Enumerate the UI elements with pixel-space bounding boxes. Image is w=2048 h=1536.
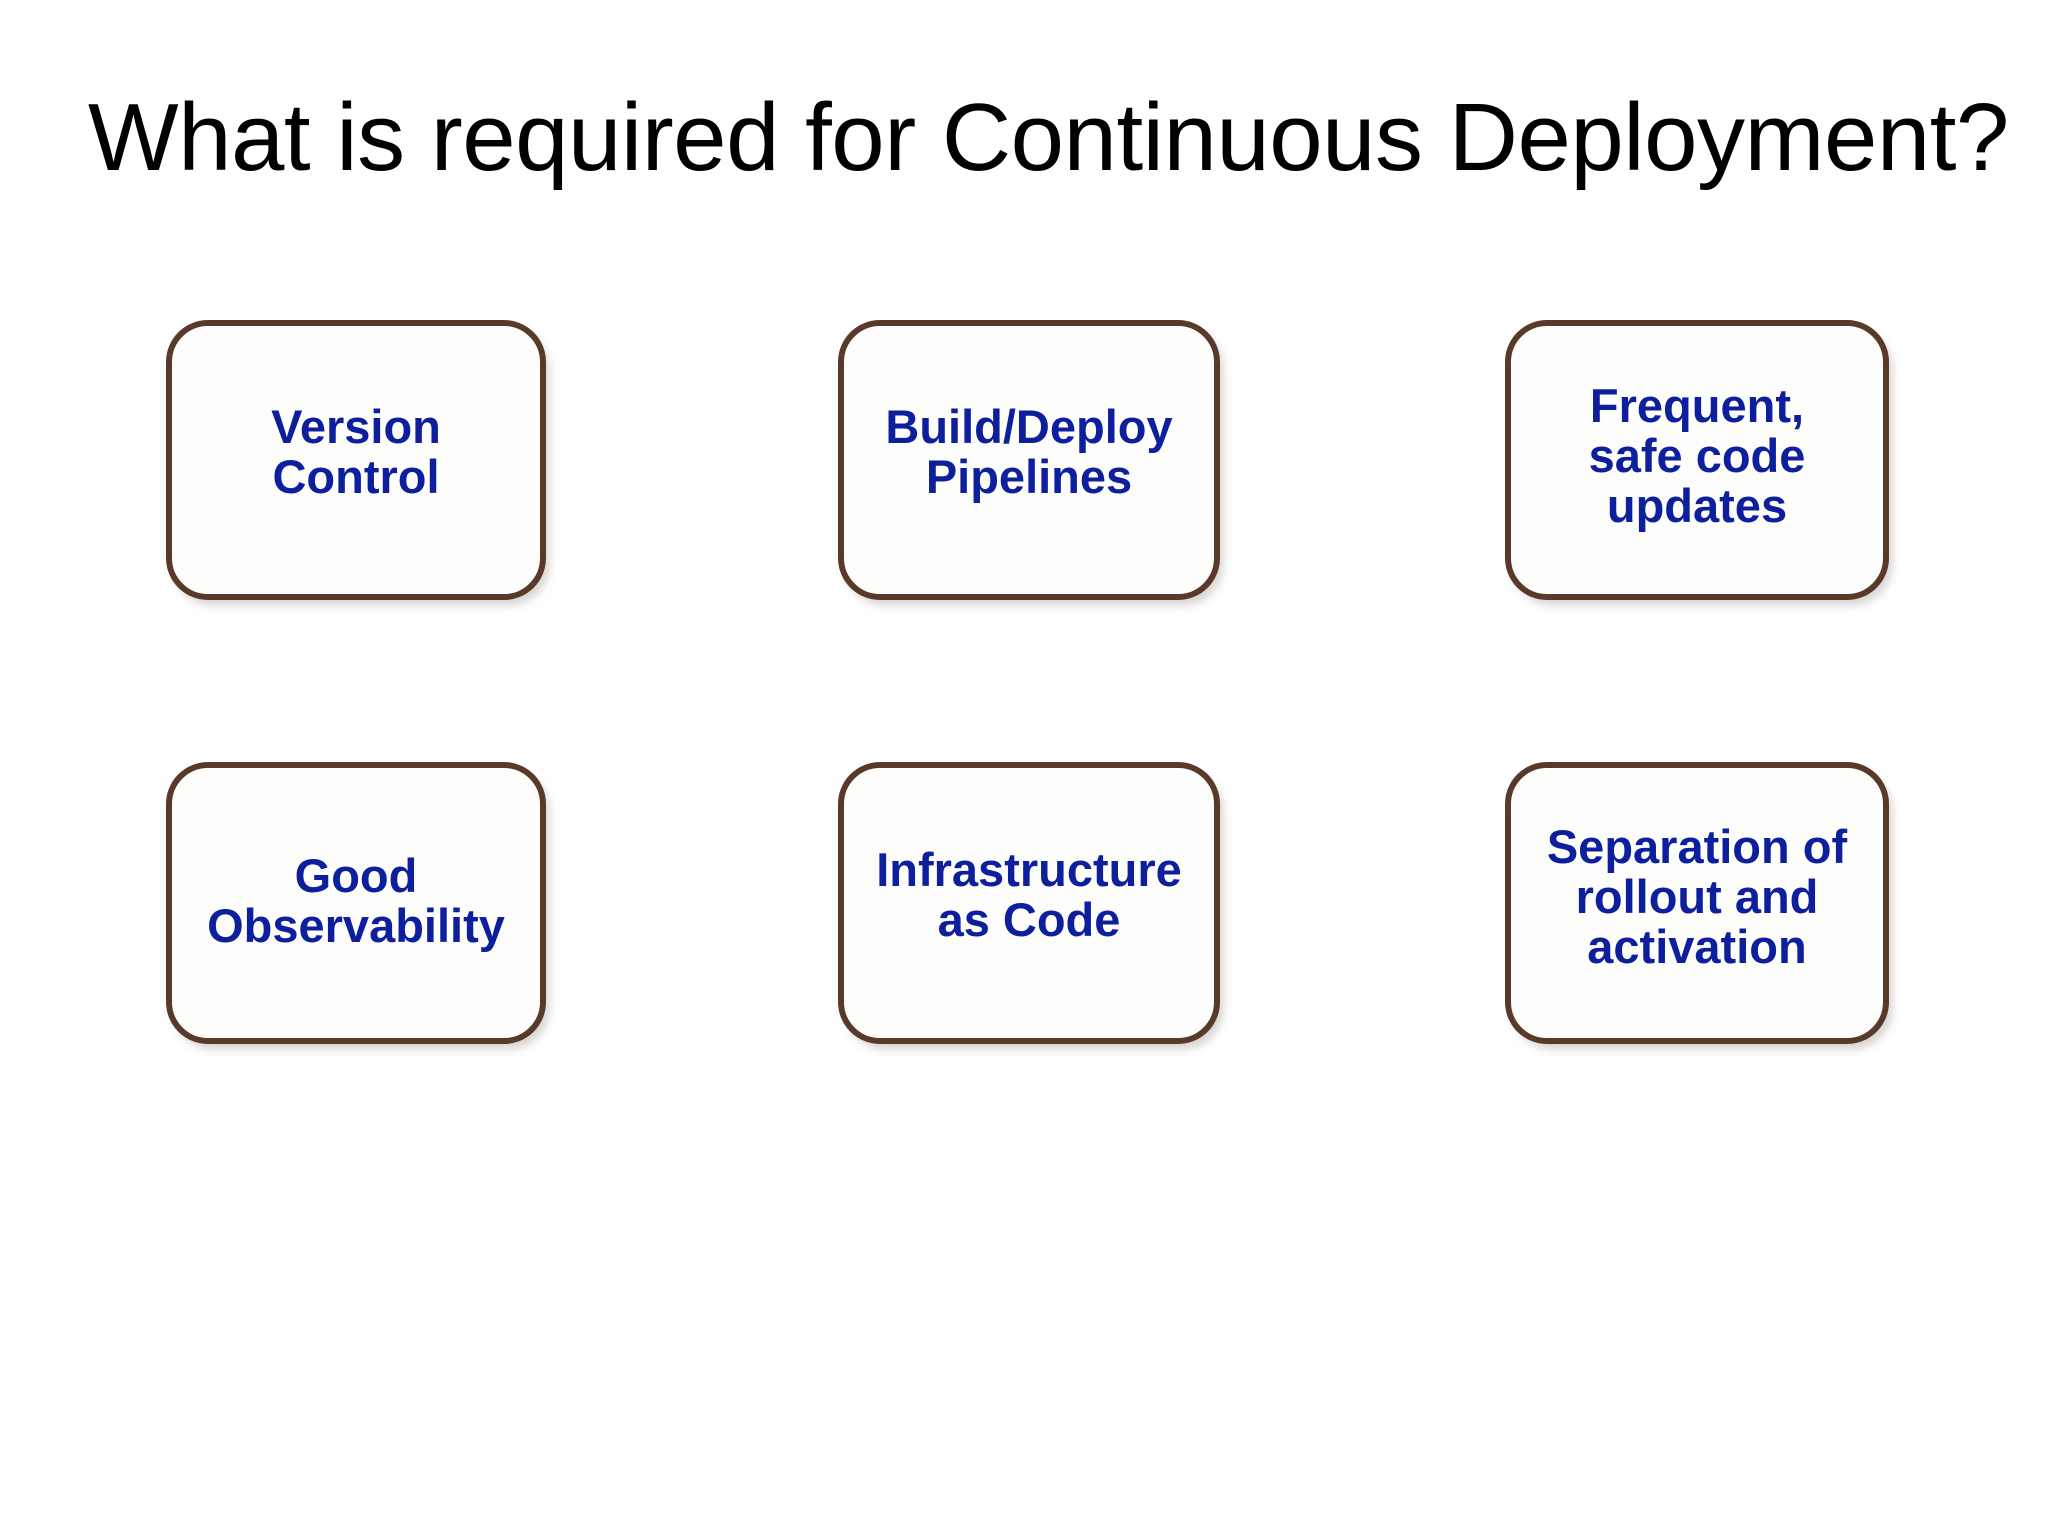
concept-box-label: Separation of rollout and activation	[1546, 820, 1848, 973]
concept-box-version-control[interactable]: Version Control	[166, 320, 546, 600]
concept-box-label: Infrastructure as Code	[876, 843, 1182, 946]
page-title: What is required for Continuous Deployme…	[88, 84, 2009, 191]
concept-box-frequent-safe-code-updates[interactable]: Frequent, safe code updates	[1505, 320, 1889, 600]
concept-box-label: Good Observability	[207, 849, 505, 952]
concept-box-label: Version Control	[271, 400, 441, 503]
concept-box-build-deploy-pipelines[interactable]: Build/Deploy Pipelines	[838, 320, 1220, 600]
concept-box-good-observability[interactable]: Good Observability	[166, 762, 546, 1044]
concept-box-separation-of-rollout-and-activation[interactable]: Separation of rollout and activation	[1505, 762, 1889, 1044]
concept-box-label: Build/Deploy Pipelines	[885, 400, 1173, 503]
concept-box-label: Frequent, safe code updates	[1588, 379, 1806, 532]
concept-box-infrastructure-as-code[interactable]: Infrastructure as Code	[838, 762, 1220, 1044]
